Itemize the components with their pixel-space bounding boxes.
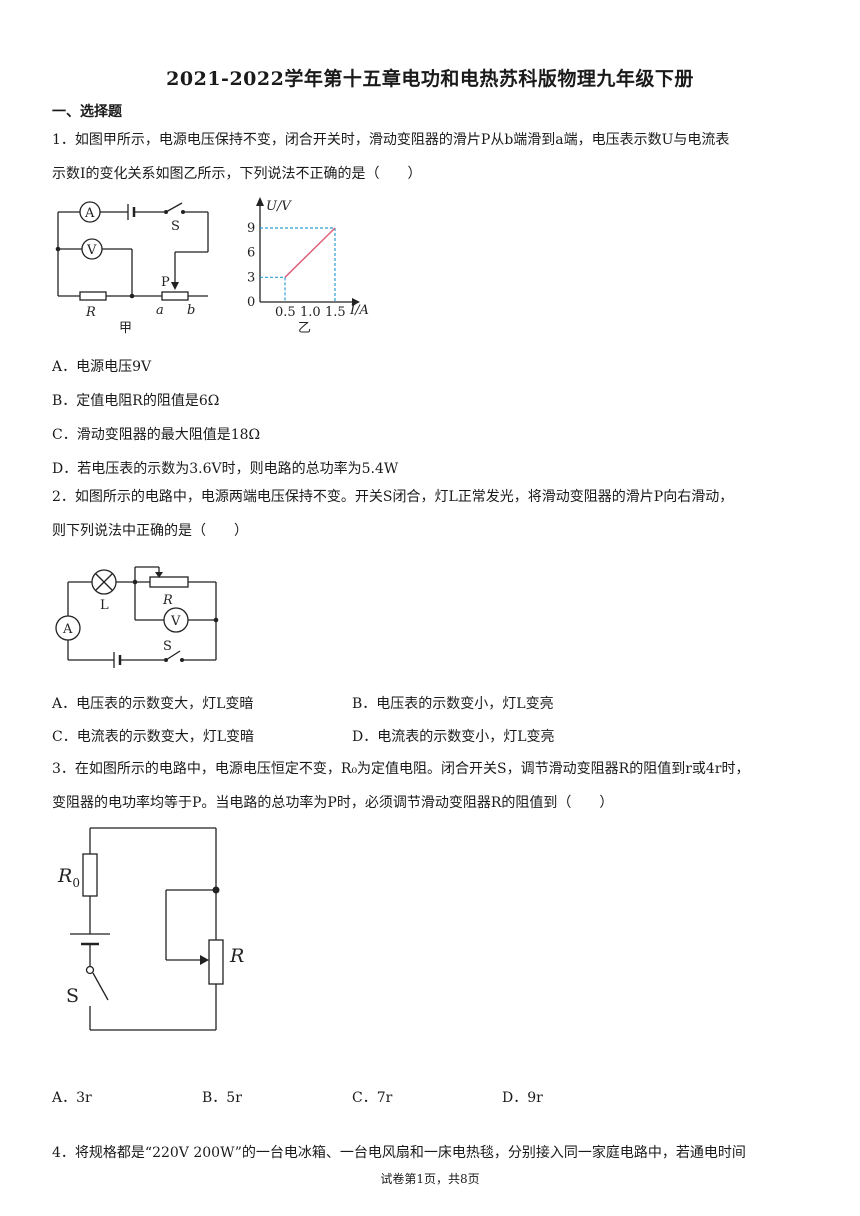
q2-ammeter-label: A: [62, 622, 73, 637]
page-title: 2021-2022学年第十五章电功和电热苏科版物理九年级下册: [166, 68, 694, 90]
q1-stem-line2: 示数I的变化关系如图乙所示，下列说法不正确的是（ ）: [52, 166, 422, 182]
q1-ui-chart: U/V I/A 乙 0 3 6 9 0.5 1.0 1.5: [247, 197, 369, 336]
q2-stem-line1: 2．如图所示的电路中，电源两端电压保持不变。开关S闭合，灯L正常发光，将滑动变阻…: [52, 489, 734, 505]
y-axis-arrow-icon: [256, 197, 264, 206]
rheostat-icon: [161, 291, 189, 301]
q3-r0-icon: [82, 853, 98, 897]
q3-option-d[interactable]: D．9r: [502, 1090, 543, 1106]
q1-stem: 1．如图甲所示，电源电压保持不变，闭合开关时，滑动变阻器的滑片P从b端滑到a端，…: [52, 123, 812, 191]
q1-ammeter-label: A: [84, 206, 95, 221]
q3-switch-icon: [92, 972, 109, 1001]
q3-stem-line2: 变阻器的电功率均等于P。当电路的总功率为P时，必须调节滑动变阻器R的阻值到（ ）: [52, 795, 614, 811]
q3-r0-subscript: 0: [72, 876, 80, 890]
q1-end-a-label: a: [156, 303, 164, 318]
y-tick-label: 9: [247, 221, 255, 236]
q2-stem: 2．如图所示的电路中，电源两端电压保持不变。开关S闭合，灯L正常发光，将滑动变阻…: [52, 480, 812, 548]
q3-rheostat-icon: [208, 939, 224, 985]
section-heading: 一、选择题: [52, 104, 122, 120]
resistor-icon: [79, 291, 107, 301]
q3-option-a[interactable]: A．3r: [52, 1090, 92, 1106]
q1-stem-line1: 1．如图甲所示，电源电压保持不变，闭合开关时，滑动变阻器的滑片P从b端滑到a端，…: [52, 132, 730, 148]
series-line: [284, 227, 336, 278]
y-tick-label: 3: [247, 270, 255, 285]
q1-circuit-jia: A S P V R a b 甲: [55, 201, 209, 336]
q3-circuit: R0 S R: [57, 827, 244, 1031]
x-tick-label: 1.0: [300, 305, 321, 320]
q1-option-d[interactable]: D．若电压表的示数为3.6V时，则电路的总功率为5.4W: [52, 461, 399, 477]
q1-fig-jia-caption: 甲: [119, 321, 132, 336]
x-axis-arrow-icon: [352, 298, 360, 306]
q3-stem: 3．在如图所示的电路中，电源电压恒定不变，R₀为定值电阻。闭合开关S，调节滑动变…: [52, 752, 812, 820]
q2-option-b[interactable]: B．电压表的示数变小，灯L变亮: [352, 696, 554, 712]
x-tick-label: 0.5: [275, 305, 296, 320]
q2-switch-icon: [165, 650, 181, 661]
page-footer: 试卷第1页，共8页: [380, 1172, 480, 1186]
q2-lamp-label: L: [100, 598, 109, 613]
q3-r0-letter: R: [57, 865, 72, 887]
q3-switch-label: S: [66, 985, 79, 1007]
q1-end-b-label: b: [187, 303, 195, 318]
q3-option-c[interactable]: C．7r: [352, 1090, 393, 1106]
q2-option-a[interactable]: A．电压表的示数变大，灯L变暗: [52, 696, 254, 712]
q1-fig-yi-caption: 乙: [298, 321, 311, 336]
y-tick-label: 0: [247, 295, 255, 310]
q1-slider-label: P: [161, 275, 170, 290]
q1-voltmeter-label: V: [86, 243, 97, 258]
q3-stem-line1: 3．在如图所示的电路中，电源电压恒定不变，R₀为定值电阻。闭合开关S，调节滑动变…: [52, 761, 750, 777]
q3-r0-label: R0: [57, 865, 80, 890]
q2-stem-line2: 则下列说法中正确的是（ ）: [52, 523, 248, 539]
y-tick-label: 6: [247, 246, 255, 261]
x-axis-label: I/A: [349, 303, 369, 318]
q2-voltmeter-label: V: [170, 614, 181, 629]
q1-option-a[interactable]: A．电源电压9V: [52, 359, 152, 375]
q3-slider-arrow-icon: [200, 955, 209, 965]
y-axis-label: U/V: [266, 199, 292, 214]
q3-rheostat-label: R: [229, 945, 244, 967]
x-tick-label: 1.5: [325, 305, 346, 320]
q1-switch-label: S: [171, 219, 180, 234]
q2-resistor-label: R: [162, 593, 173, 608]
q2-slider-arrow-icon: [155, 572, 163, 578]
q4-stem-line1: 4．将规格都是“220V 200W”的一台电冰箱、一台电风扇和一床电热毯，分别接…: [52, 1145, 746, 1161]
q3-option-b[interactable]: B．5r: [202, 1090, 242, 1106]
slider-arrow-icon: [171, 282, 179, 290]
q1-resistor-label: R: [85, 305, 96, 320]
q1-option-b[interactable]: B．定值电阻R的阻值是6Ω: [52, 393, 220, 409]
q2-rheostat-icon: [149, 576, 189, 588]
switch-icon: [165, 202, 183, 213]
q2-option-d[interactable]: D．电流表的示数变小，灯L变亮: [352, 729, 555, 745]
q2-circuit: L R V A S: [55, 566, 219, 668]
q1-option-c[interactable]: C．滑动变阻器的最大阻值是18Ω: [52, 427, 261, 443]
q2-option-c[interactable]: C．电流表的示数变大，灯L变暗: [52, 729, 255, 745]
q2-switch-label: S: [163, 639, 172, 654]
